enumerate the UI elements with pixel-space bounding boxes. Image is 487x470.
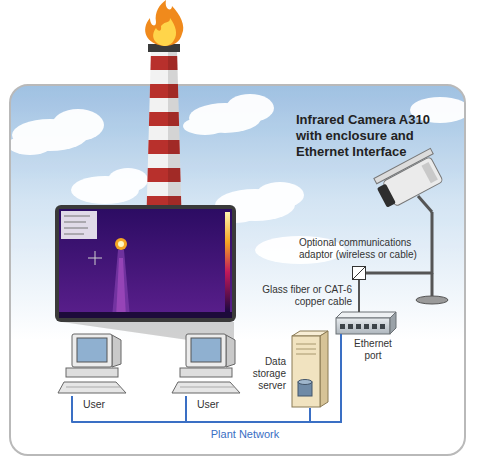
node-text: Optional communications adaptor (wireles… (299, 237, 429, 261)
storage-server: Data storage server (290, 330, 330, 408)
sky-background (10, 85, 465, 455)
node-text: Infrared Camera A310 with enclosure and … (296, 112, 456, 160)
clouds (10, 94, 465, 264)
adaptor-symbol (353, 267, 365, 279)
flame (145, 0, 183, 46)
node-text: User (58, 398, 130, 410)
server-icon (290, 330, 330, 408)
thermal-image-screen (55, 205, 236, 322)
node-text: User (172, 398, 244, 410)
user-computer: User (58, 332, 130, 396)
switch-icon (336, 312, 396, 334)
user-computer: User (172, 332, 244, 396)
communications-adaptor: Optional communications adaptor (wireles… (352, 266, 366, 280)
fiber-cable (358, 280, 360, 312)
ethernet-switch: Ethernet port (336, 312, 396, 334)
node-text: Ethernet port (348, 338, 398, 362)
network-link (72, 334, 341, 422)
camera-stand (431, 273, 434, 298)
frame (10, 85, 465, 455)
computer-icon (172, 332, 244, 396)
node-text: Data storage server (240, 356, 286, 392)
camera-callout: Infrared Camera A310 with enclosure and … (296, 108, 471, 212)
computer-icon (58, 332, 130, 396)
stand-base (416, 296, 448, 304)
edge-label: Glass fiber or CAT-6 copper cable (258, 284, 352, 308)
network-label: Plant Network (190, 428, 300, 441)
